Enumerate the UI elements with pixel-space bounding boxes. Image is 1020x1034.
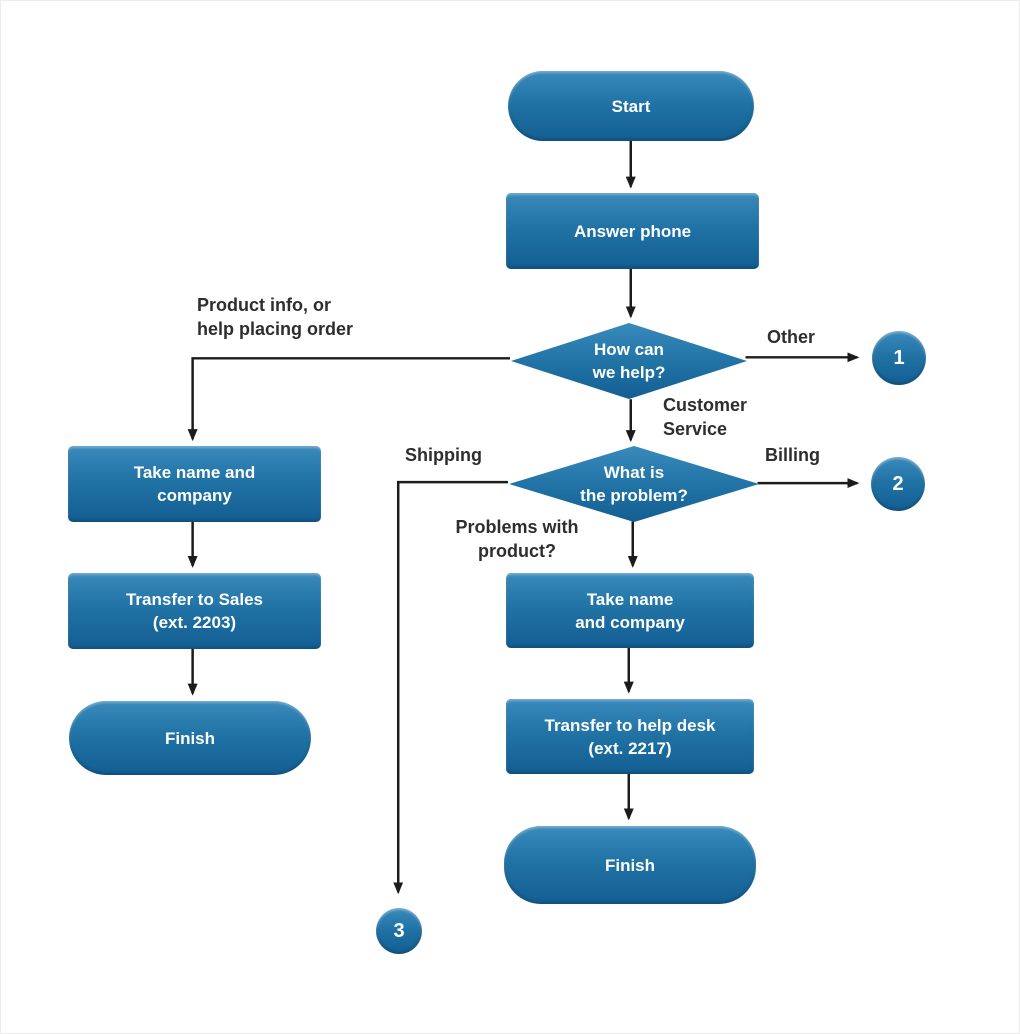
- off-page-connector-3: 3: [376, 908, 422, 954]
- label-customer-service: Customer Service: [663, 395, 748, 439]
- edge-howhelp-to-left-takename: [187, 357, 510, 442]
- off-page-connector-1: 1: [872, 331, 926, 385]
- left-finish-node: Finish: [69, 701, 311, 775]
- off-page-connector-2: 2: [871, 457, 925, 511]
- label-other: Other: [767, 327, 816, 347]
- mid-transfer-helpdesk-node: Transfer to help desk (ext. 2217): [506, 699, 754, 774]
- answer-phone-node: Answer phone: [506, 193, 759, 269]
- mid-finish-node: Finish: [504, 826, 756, 904]
- mid-take-name-node: Take name and company: [506, 573, 754, 648]
- label-problems-with-product: Problems with product?: [455, 517, 579, 561]
- label-product-info: Product info, or help placing order: [197, 295, 354, 339]
- left-take-name-node: Take name and company: [68, 446, 321, 522]
- left-transfer-sales-node: Transfer to Sales (ext. 2203): [68, 573, 321, 649]
- label-billing: Billing: [765, 445, 820, 465]
- label-shipping: Shipping: [405, 445, 482, 465]
- start-node: Start: [508, 71, 754, 141]
- edge-problem-to-connector3: [393, 480, 509, 895]
